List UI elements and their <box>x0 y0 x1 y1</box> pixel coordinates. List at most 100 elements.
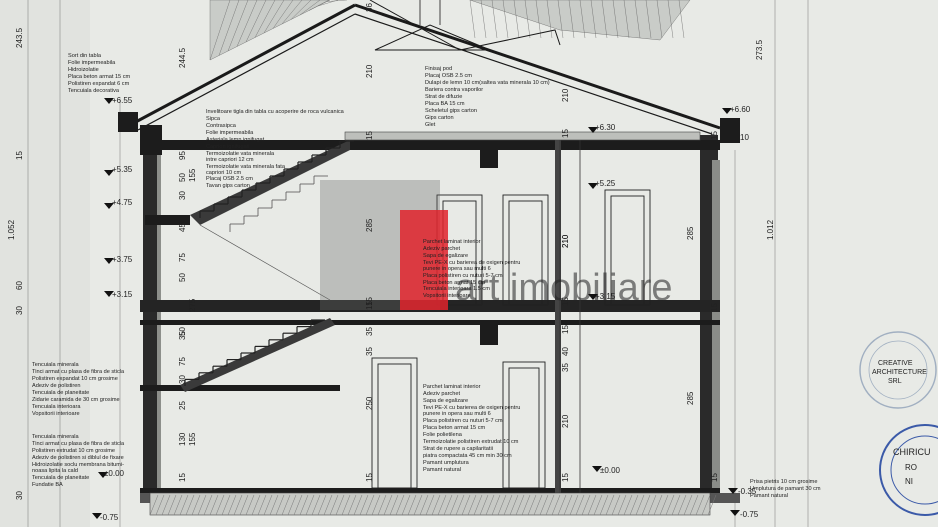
svg-text:Folie impermeabila: Folie impermeabila <box>68 60 116 66</box>
svg-text:25: 25 <box>178 401 187 410</box>
svg-text:Dulapi de lemn 10 cm(saltea va: Dulapi de lemn 10 cm(saltea vata mineral… <box>425 80 550 86</box>
svg-text:Sipca: Sipca <box>206 116 221 122</box>
svg-text:30: 30 <box>15 491 24 500</box>
svg-text:Placaj OSB 2.5 cm: Placaj OSB 2.5 cm <box>206 176 253 182</box>
hatch-line <box>335 494 345 516</box>
roof-tile-line <box>557 0 564 39</box>
svg-text:35: 35 <box>365 327 374 336</box>
svg-text:35: 35 <box>561 363 570 372</box>
svg-text:244.5: 244.5 <box>178 47 187 68</box>
hatch-line <box>167 494 177 516</box>
hatch-line <box>605 494 615 516</box>
svg-text:Tencuiala interioara 1.5 cm: Tencuiala interioara 1.5 cm <box>423 286 490 292</box>
hatch-line <box>635 494 645 516</box>
svg-text:Umplutura de pamant 30 cm: Umplutura de pamant 30 cm <box>750 486 821 492</box>
hatch-line <box>701 494 711 516</box>
stamp: CREATIVE ARCHITECTURE SRL <box>859 331 937 409</box>
roof-tile-line <box>568 0 575 39</box>
hatch-line <box>377 494 387 516</box>
svg-text:Placa beton armat 15 cm: Placa beton armat 15 cm <box>423 425 486 431</box>
hatch-line <box>671 494 681 516</box>
svg-text:Tencuiala de planeitate: Tencuiala de planeitate <box>32 390 89 396</box>
svg-text:Contrasipca: Contrasipca <box>206 123 237 129</box>
note-floor-lower: Parchet laminat interior Adeziv parchet … <box>423 384 520 473</box>
roof-tile-line <box>667 0 674 39</box>
svg-text:+3.15: +3.15 <box>595 292 616 301</box>
hatch-line <box>305 494 315 516</box>
hatch-line <box>611 494 621 516</box>
svg-text:15: 15 <box>710 303 719 312</box>
svg-text:+6.30: +6.30 <box>595 123 616 132</box>
svg-text:155: 155 <box>188 168 197 182</box>
roof-tile-line <box>645 0 652 39</box>
svg-text:Polistiren extrudat 10 cm gros: Polistiren extrudat 10 cm grosime <box>32 448 115 454</box>
watermark-logo <box>400 210 448 310</box>
hatch-line <box>683 494 693 516</box>
hatch-line <box>509 494 519 516</box>
hatch-line <box>413 494 423 516</box>
ground-hatch <box>149 494 717 516</box>
svg-text:15: 15 <box>365 131 374 140</box>
roof-tiles <box>209 0 691 61</box>
hatch-line <box>407 494 417 516</box>
hatch-line <box>365 494 375 516</box>
svg-text:+5.35: +5.35 <box>112 165 133 174</box>
hatch-line <box>275 494 285 516</box>
svg-text:Termoizolatie polistiren extru: Termoizolatie polistiren extrudat 10 cm <box>423 439 519 445</box>
hatch-line <box>179 494 189 516</box>
roof-tile-line <box>579 0 586 39</box>
hatch-line <box>395 494 405 516</box>
roof-tile-line <box>491 0 498 39</box>
svg-text:155: 155 <box>188 432 197 446</box>
roof-tile-line <box>254 0 276 38</box>
svg-text:285: 285 <box>365 218 374 232</box>
level-marker: +4.75 <box>104 198 133 209</box>
hatch-line <box>659 494 669 516</box>
level-marker: +3.75 <box>104 255 133 264</box>
svg-text:Gips carton: Gips carton <box>425 115 454 121</box>
hatch-line <box>695 494 705 516</box>
hatch-line <box>707 494 717 516</box>
hatch-line <box>203 494 213 516</box>
roof-tile-line <box>263 0 285 34</box>
level-marker: +5.35 <box>104 165 133 176</box>
level-marker: -0.35 <box>728 487 757 496</box>
svg-text:40: 40 <box>561 347 570 356</box>
hatch-line <box>359 494 369 516</box>
roof-tile-line <box>590 0 597 39</box>
hatch-line <box>689 494 699 516</box>
note-roof-mid: Invelitoare tigla din tabla cu acoperire… <box>206 109 345 189</box>
roof-tile-line <box>308 0 330 11</box>
svg-text:Glet: Glet <box>425 122 436 128</box>
hatch-line <box>533 494 543 516</box>
svg-text:Placa beton armat 15 cm: Placa beton armat 15 cm <box>68 74 131 80</box>
hatch-line <box>239 494 249 516</box>
svg-text:285: 285 <box>686 391 695 405</box>
svg-text:Polistiren expandat 6 cm: Polistiren expandat 6 cm <box>68 81 130 87</box>
note-roof-top-left: Sort din tabla Folie impermeabila Hidroi… <box>68 53 131 94</box>
svg-text:Tevi PE-X cu barierea de oxige: Tevi PE-X cu barierea de oxigen pentru <box>423 405 520 411</box>
svg-text:Vopsitorii interioare: Vopsitorii interioare <box>423 293 471 299</box>
hatch-line <box>419 494 429 516</box>
svg-text:36: 36 <box>365 3 374 12</box>
svg-text:Finisaj pod: Finisaj pod <box>425 66 452 72</box>
svg-text:Folie polietilena: Folie polietilena <box>423 432 463 438</box>
roof-tile-line <box>535 0 542 39</box>
level-marker: ±0.00 <box>98 469 125 478</box>
hatch-line <box>425 494 435 516</box>
svg-text:15: 15 <box>561 129 570 138</box>
svg-text:35: 35 <box>365 347 374 356</box>
svg-text:Termoizolatie vata minerala: Termoizolatie vata minerala <box>206 151 275 157</box>
svg-text:75: 75 <box>178 357 187 366</box>
level-marker: -0.75 <box>92 513 119 522</box>
svg-text:15: 15 <box>561 473 570 482</box>
svg-text:Tinci armat cu plasa de fibra: Tinci armat cu plasa de fibra de sticla <box>32 369 125 375</box>
hatch-line <box>575 494 585 516</box>
level-marker: +5.25 <box>588 179 616 189</box>
svg-text:Placaj OSB 2.5 cm: Placaj OSB 2.5 cm <box>425 73 472 79</box>
svg-text:punere in opera sau multi 6: punere in opera sau multi 6 <box>423 266 491 272</box>
svg-text:Termoizolatie vata minerala fa: Termoizolatie vata minerala fata <box>206 164 286 170</box>
level-marker: +6.60 <box>722 105 751 114</box>
hatch-line <box>155 494 165 516</box>
svg-text:piatra compactata 45 cm min 30: piatra compactata 45 cm min 30 cm <box>423 453 512 459</box>
